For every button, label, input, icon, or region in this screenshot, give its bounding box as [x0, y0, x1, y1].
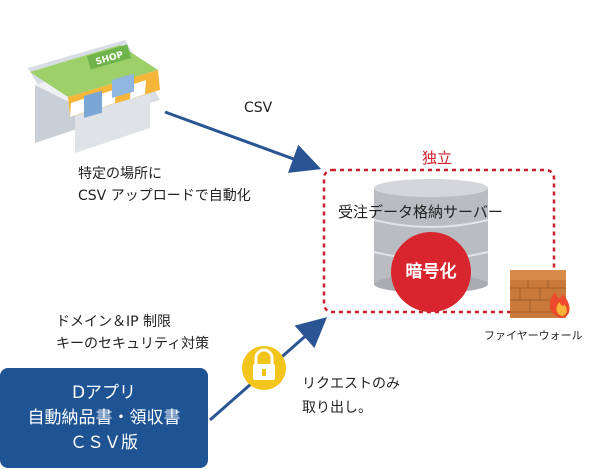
upload-note-line2: CSV アップロードで自動化 — [78, 188, 251, 204]
csv-label: CSV — [244, 100, 273, 116]
request-note-line2: 取り出し。 — [302, 400, 372, 416]
upload-note-line1: 特定の場所に — [78, 166, 162, 182]
app-box-line2: 自動納品書・領収書 — [27, 407, 181, 428]
d-app-box: Dアプリ 自動納品書・領収書 ＣＳＶ版 — [0, 368, 208, 468]
upload-arrow — [164, 110, 322, 173]
encryption-badge — [391, 232, 471, 312]
request-note-line1: リクエストのみ — [302, 376, 400, 392]
firewall-label: ファイヤーウォール — [484, 329, 583, 342]
firewall-icon — [510, 270, 570, 318]
app-box-line1: Dアプリ — [71, 382, 137, 403]
server-label: 受注データ格納サーバー — [338, 203, 503, 221]
shop-icon: SHOP — [28, 40, 160, 153]
security-note-line1: ドメイン＆IP 制限 — [56, 314, 172, 330]
security-note-line2: キーのセキュリティ対策 — [56, 336, 210, 352]
app-box-line3: ＣＳＶ版 — [70, 432, 138, 453]
independent-boundary — [322, 168, 556, 314]
encryption-label: 暗号化 — [405, 262, 457, 282]
lock-icon — [242, 346, 286, 390]
independent-label: 独立 — [422, 149, 453, 167]
